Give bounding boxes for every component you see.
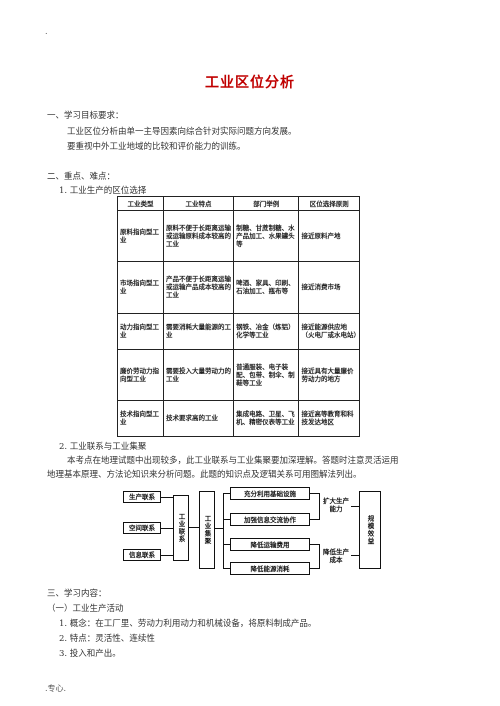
- connector-line: [223, 493, 230, 495]
- table-header: 区位选择原则: [298, 196, 360, 211]
- table-row: 原料指向型工业 原料不便于长距离运输或运输原料成本较高的工业 制糖、甘蔗制糖、水…: [117, 209, 360, 263]
- footer-mark: .专心.: [45, 684, 67, 693]
- table-header: 工业特点: [162, 196, 235, 211]
- table-cell: 需要消耗大量能源的工业: [162, 312, 235, 350]
- transport-cost-box: 降低运输费用: [230, 538, 310, 551]
- connector-line: [223, 519, 230, 521]
- connector-line: [310, 568, 320, 570]
- section-3-heading: 三、学习内容：: [47, 589, 107, 599]
- table-cell: 接近高等教育和科技发达地区: [298, 399, 360, 438]
- table-header: 工业类型: [117, 196, 164, 211]
- section-3-subheading: （一）工业生产活动: [47, 604, 124, 614]
- section-3-item-1: 1. 概念：在工厂里、劳动力利用动力和机械设备，将原料制成产品。: [59, 619, 317, 629]
- section-1-item-1: 工业区位分析由单一主导因素向综合针对实际问题方向发展。: [67, 127, 297, 137]
- table-cell: 原料不便于长距离运输或运输原料成本较高的工业: [162, 209, 235, 263]
- table-cell: 集成电路、卫星、飞机、精密仪表等工业: [233, 399, 300, 438]
- connector-line: [351, 555, 359, 557]
- section-3-item-3: 3. 投入和产出。: [59, 649, 121, 659]
- connector-line: [310, 493, 320, 495]
- reduce-cost-box: 降低生产成本: [323, 548, 349, 564]
- table-cell: 技术指向型工业: [117, 399, 164, 438]
- connector-line: [161, 497, 173, 499]
- expand-capacity-box: 扩大生产能力: [323, 497, 349, 513]
- industry-linkage-diagram: 生产联系 空间联系 信息联系 工业联系 工业集聚 充分利用基础设施 加强信息交流…: [123, 487, 385, 575]
- table-cell: 市场指向型工业: [117, 261, 164, 314]
- table-row: 廉价劳动力指向型工业 需要投入大量劳动力的工业 普通服装、电子装配、包带、制伞、…: [117, 348, 360, 401]
- industry-link-box: 工业联系: [173, 495, 189, 561]
- table-cell: 普通服装、电子装配、包带、制伞、制鞋等工业: [233, 348, 300, 401]
- energy-consumption-box: 降低能源消耗: [230, 562, 310, 575]
- section-3-item-2: 2. 特点：灵活性、连续性: [59, 634, 155, 644]
- table-cell: 动力指向型工业: [117, 312, 164, 350]
- connector-line: [223, 544, 230, 546]
- connector-line: [161, 528, 173, 530]
- section-2-item-2: 2. 工业联系与工业集聚: [59, 442, 147, 452]
- production-link-box: 生产联系: [123, 491, 161, 503]
- section-2-paragraph-line-2: 地理基本原理、方法论知识来分析问题。此题的知识点及逻辑关系可用图解法列出。: [47, 470, 362, 480]
- connector-line: [223, 493, 225, 569]
- industry-location-table: 工业类型 工业特点 部门举例 区位选择原则 原料指向型工业 原料不便于长距离运输…: [117, 196, 360, 438]
- table-row: 市场指向型工业 产品不便于长距离运输或运输产品成本较高的工业 啤酒、家具、印刷、…: [117, 261, 360, 314]
- page-title: 工业区位分析: [205, 75, 295, 91]
- table-header: 部门举例: [233, 196, 300, 211]
- table-cell: 技术要求高的工业: [162, 399, 235, 438]
- table-cell: 接近消费市场: [298, 261, 360, 314]
- connector-line: [319, 493, 321, 520]
- table-cell: 接近具有大量廉价劳动力的地方: [298, 348, 360, 401]
- table-cell: 原料指向型工业: [117, 209, 164, 263]
- connector-line: [319, 544, 321, 569]
- connector-line: [223, 568, 230, 570]
- infrastructure-box: 充分利用基础设施: [230, 487, 310, 500]
- connector-line: [215, 528, 224, 530]
- scale-benefit-box: 规模效益: [359, 491, 381, 569]
- connector-line: [310, 544, 320, 546]
- section-1-heading: 一、学习目标要求：: [47, 111, 124, 121]
- table-cell: 接近能源供应地（火电厂或水电站）: [298, 312, 360, 350]
- table-row: 技术指向型工业 技术要求高的工业 集成电路、卫星、飞机、精密仪表等工业 接近高等…: [117, 399, 360, 438]
- table-row: 动力指向型工业 需要消耗大量能源的工业 钢铁、冶金（炼铝）化学等工业 接近能源供…: [117, 312, 360, 350]
- information-exchange-box: 加强信息交流协作: [230, 513, 310, 526]
- header-mark: .: [45, 27, 48, 36]
- section-2-paragraph-line-1: 本考点在地理试题中出现较多，此工业联系与工业集聚要加深理解。答题时注意灵活运用: [67, 456, 399, 466]
- table-cell: 制糖、甘蔗制糖、水产品加工、水果罐头等: [233, 209, 300, 263]
- table-cell: 产品不便于长距离运输或运输产品成本较高的工业: [162, 261, 235, 314]
- table-cell: 廉价劳动力指向型工业: [117, 348, 164, 401]
- spatial-link-box: 空间联系: [123, 522, 161, 534]
- information-link-box: 信息联系: [123, 549, 161, 561]
- section-2-heading: 二、重点、难点：: [47, 172, 116, 182]
- connector-line: [310, 519, 320, 521]
- connector-line: [189, 527, 199, 529]
- connector-line: [351, 506, 359, 508]
- table-cell: 需要投入大量劳动力的工业: [162, 348, 235, 401]
- section-1-item-2: 要重视中外工业地域的比较和评价能力的训练。: [67, 142, 246, 152]
- table-cell: 钢铁、冶金（炼铝）化学等工业: [233, 312, 300, 350]
- table-cell: 接近原料产地: [298, 209, 360, 263]
- table-cell: 啤酒、家具、印刷、石油加工、瓶布等: [233, 261, 300, 314]
- industry-cluster-box: 工业集聚: [199, 491, 215, 569]
- connector-line: [161, 555, 173, 557]
- section-2-item-1: 1. 工业生产的区位选择: [59, 186, 147, 196]
